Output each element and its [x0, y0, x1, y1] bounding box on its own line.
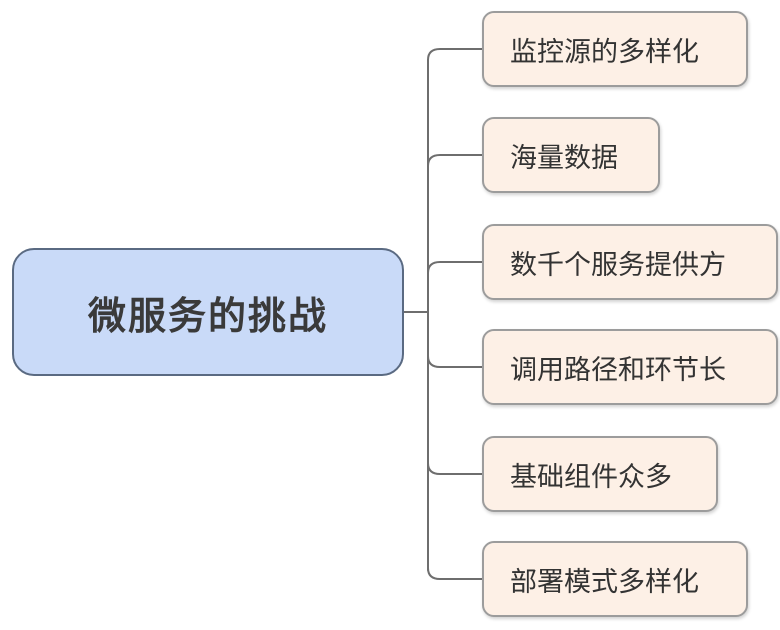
branch-line-1 — [427, 154, 483, 167]
branch-line-0 — [427, 48, 483, 61]
root-node: 微服务的挑战 — [12, 248, 404, 376]
child-node-deployment-modes: 部署模式多样化 — [482, 541, 748, 617]
child-node-label: 海量数据 — [510, 142, 618, 174]
branch-line-5 — [427, 567, 483, 580]
child-node-massive-data: 海量数据 — [482, 117, 660, 193]
branch-line-3 — [427, 355, 483, 368]
child-node-monitoring-sources: 监控源的多样化 — [482, 11, 748, 87]
child-node-label: 数千个服务提供方 — [510, 249, 726, 281]
child-node-call-paths: 调用路径和环节长 — [482, 329, 778, 405]
branch-line-4 — [427, 462, 483, 475]
child-node-label: 部署模式多样化 — [510, 566, 699, 598]
child-node-label: 监控源的多样化 — [510, 36, 699, 68]
child-node-base-components: 基础组件众多 — [482, 436, 718, 512]
child-node-label: 基础组件众多 — [510, 461, 672, 493]
branch-line-2 — [427, 261, 483, 274]
child-node-service-providers: 数千个服务提供方 — [482, 224, 778, 300]
root-node-label: 微服务的挑战 — [87, 293, 328, 338]
child-node-label: 调用路径和环节长 — [510, 354, 726, 386]
